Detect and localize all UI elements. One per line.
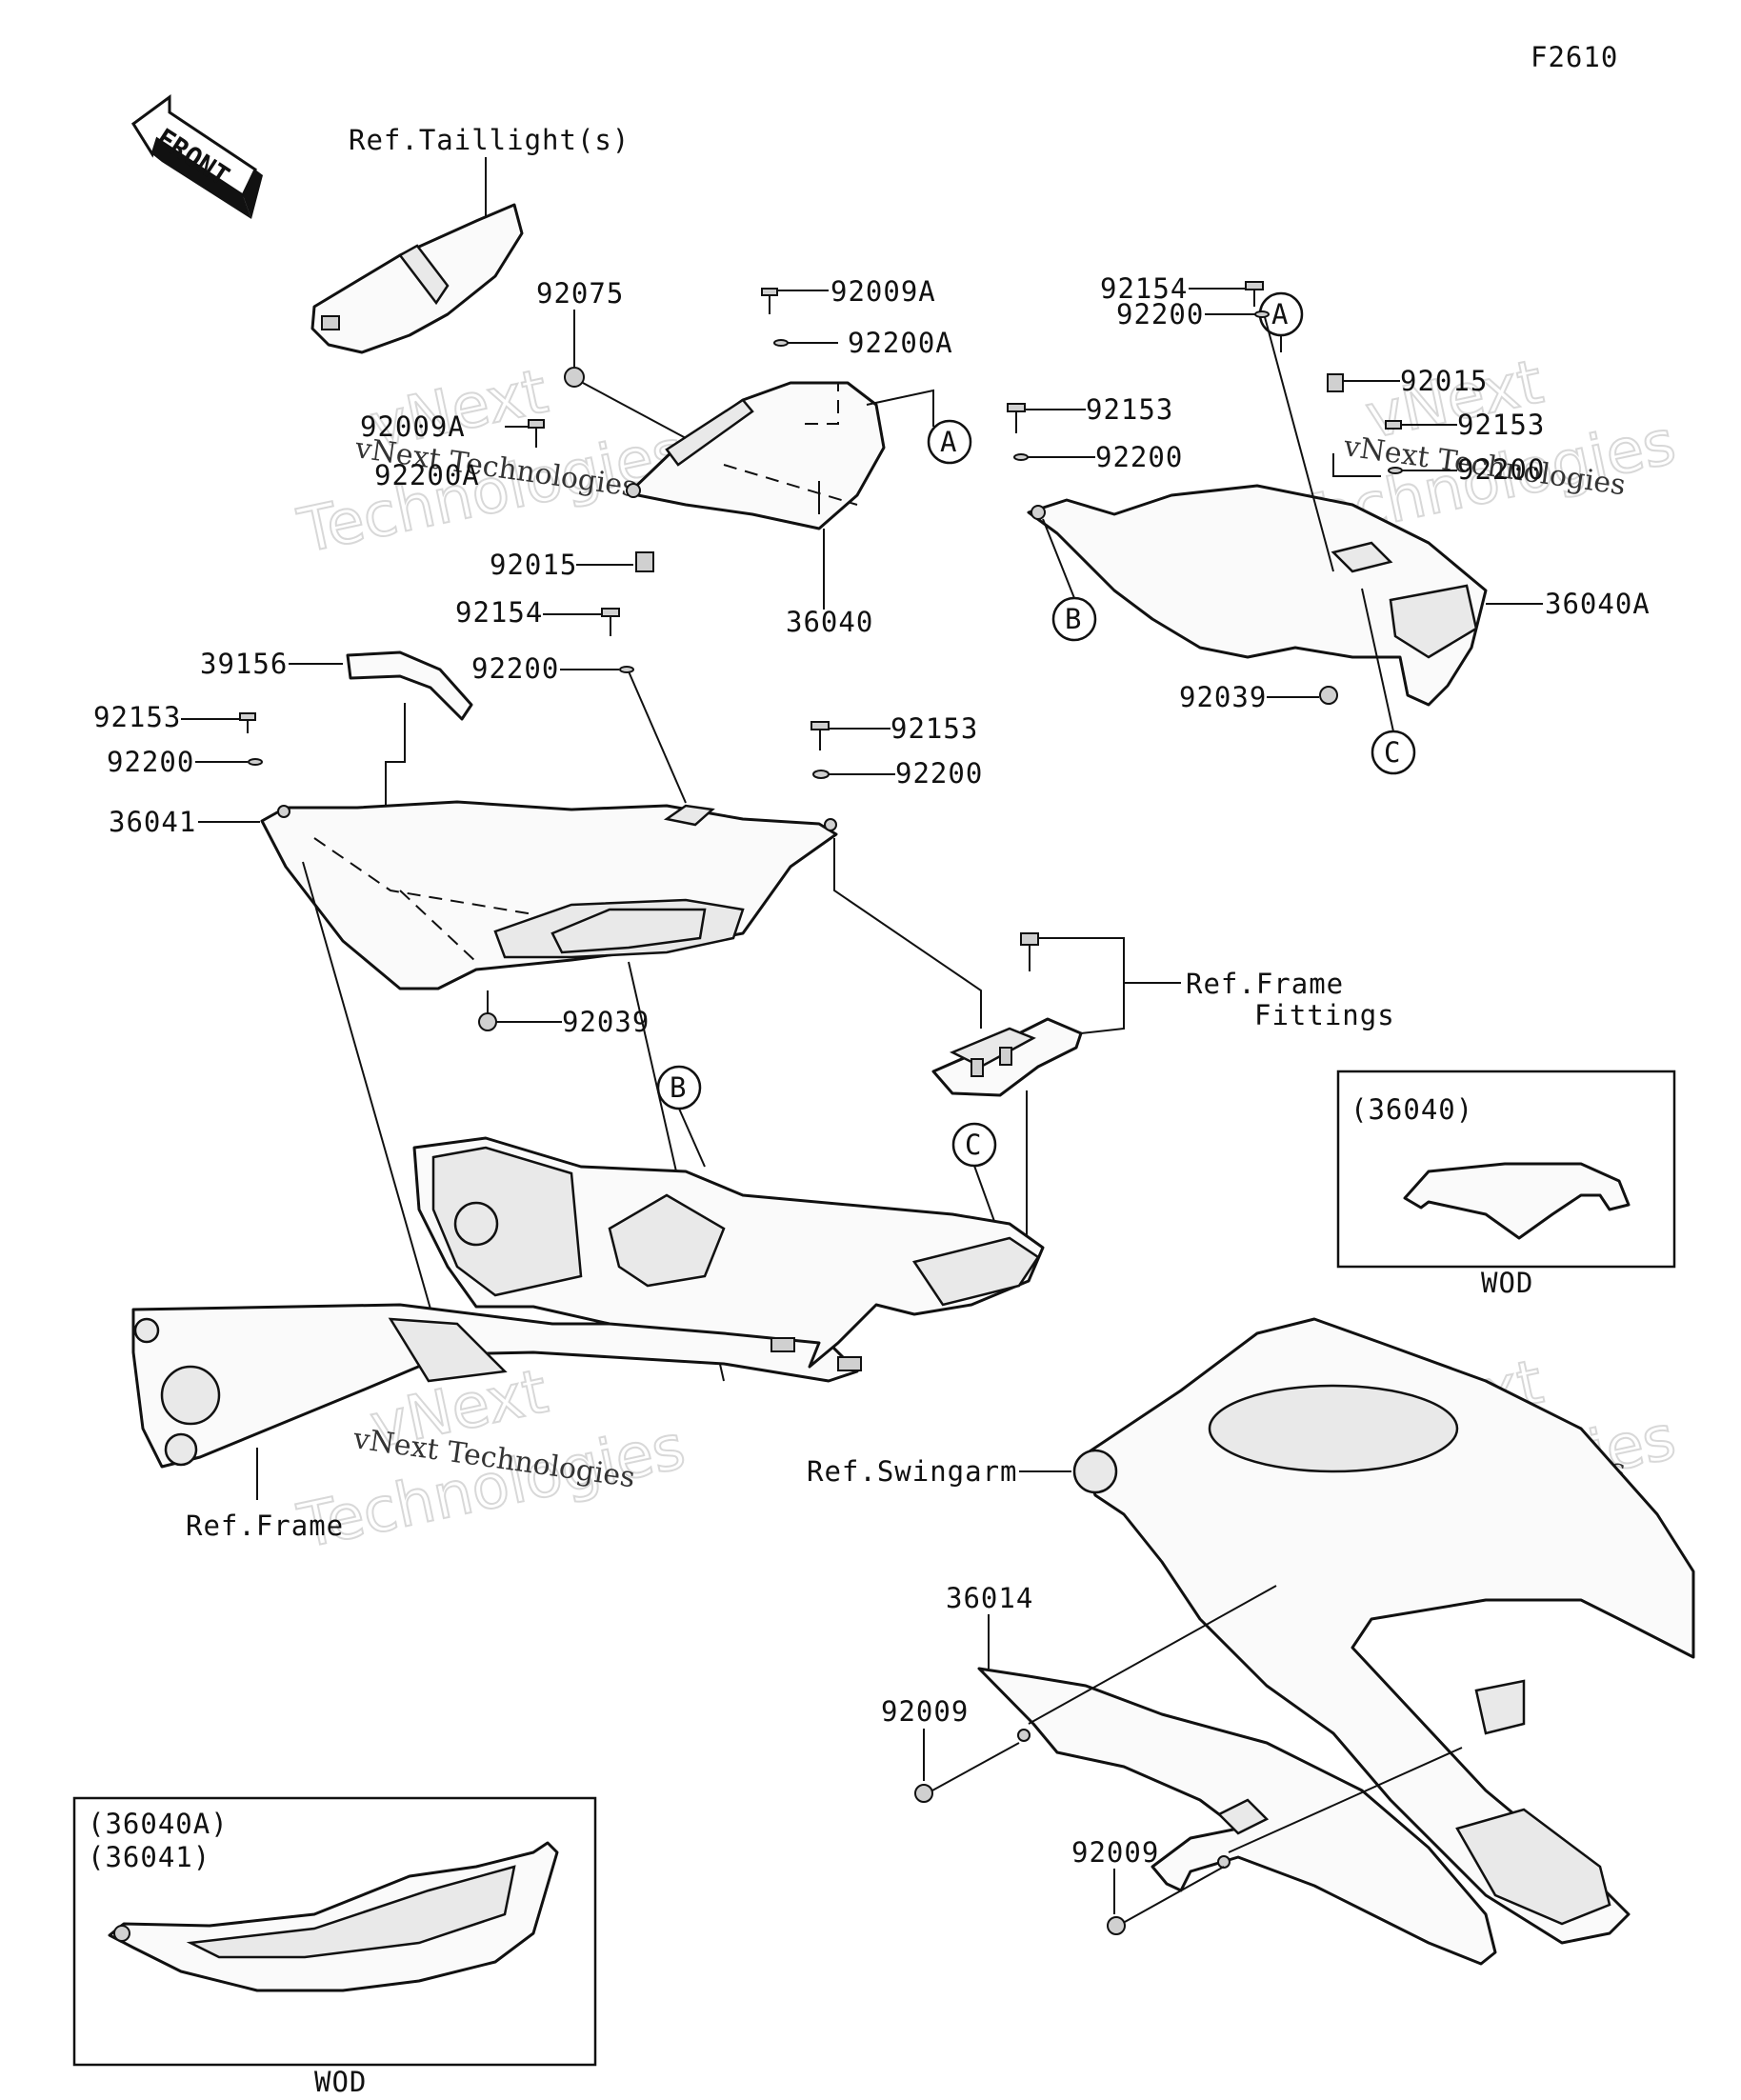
front-arrow-icon: FRONT — [130, 94, 263, 219]
label-92200-left-a: 92200 — [471, 652, 559, 685]
taillight-part — [310, 203, 524, 354]
label-92153-right-a: 92153 — [1086, 393, 1173, 426]
label-92153-left: 92153 — [93, 701, 181, 733]
label-36041: 36041 — [109, 806, 196, 838]
label-92153-right-b: 92153 — [1457, 409, 1545, 441]
label-92009A-left: 92009A — [360, 410, 466, 443]
ref-frame-fittings-label-2: Fittings — [1254, 999, 1395, 1031]
label-36040: 36040 — [786, 606, 873, 638]
label-36014: 36014 — [946, 1582, 1033, 1614]
swingarm-assembly — [1072, 1317, 1695, 1945]
callout-c-letter: C — [965, 1129, 982, 1161]
label-92039-right: 92039 — [1179, 681, 1267, 713]
label-92200-left-b: 92200 — [107, 746, 194, 778]
label-92009-b: 92009 — [1071, 1836, 1159, 1869]
ref-swingarm-label: Ref.Swingarm — [807, 1455, 1018, 1488]
label-92039-left: 92039 — [562, 1006, 650, 1038]
callout-a-letter: A — [940, 426, 957, 458]
callout-c-letter: C — [1384, 736, 1401, 769]
label-92015-left: 92015 — [490, 549, 577, 581]
part-36014 — [977, 1667, 1497, 1966]
label-92154-left: 92154 — [455, 596, 543, 629]
label-92154-right: 92154 — [1100, 272, 1188, 305]
label-92200A-left: 92200A — [374, 459, 480, 491]
label-92200A-top: 92200A — [848, 327, 953, 359]
inset-36040-title: (36040) — [1351, 1093, 1473, 1126]
diagram-code: F2610 — [1531, 41, 1618, 73]
label-92200-right-c: 92200 — [1457, 453, 1545, 486]
callout-a-center — [927, 419, 972, 465]
label-92153-mid: 92153 — [891, 712, 978, 745]
inset-36040A-36041-caption: WOD — [314, 2066, 367, 2098]
ref-frame-label: Ref.Frame — [186, 1510, 344, 1542]
label-92009A-top: 92009A — [830, 275, 936, 308]
inset-36041-title: (36041) — [88, 1841, 210, 1873]
label-92200-right-b: 92200 — [1095, 441, 1183, 473]
frame-fittings-bracket — [931, 1017, 1083, 1097]
inset-36040A-title: (36040A) — [88, 1808, 229, 1840]
label-39156: 39156 — [200, 648, 288, 680]
callout-a-letter: A — [1271, 298, 1289, 330]
inset-36040-caption: WOD — [1481, 1267, 1533, 1299]
callout-b-letter: B — [670, 1071, 687, 1104]
label-92009-a: 92009 — [881, 1695, 969, 1728]
part-36040A — [1027, 484, 1488, 707]
inset-36040A-36041: (36040A) (36041) WOD — [72, 1796, 597, 2098]
frame-assembly — [131, 1136, 1045, 1469]
inset-36040: (36040) WOD — [1336, 1070, 1676, 1299]
label-92200-right-a: 92200 — [1116, 298, 1204, 330]
ref-frame-fittings-label-1: Ref.Frame — [1186, 968, 1344, 1000]
watermark-top-left: vNext Technologies vNext Technologies — [291, 355, 692, 568]
ref-taillight-label: Ref.Taillight(s) — [349, 124, 630, 156]
label-92075: 92075 — [536, 277, 624, 310]
label-36040A: 36040A — [1545, 588, 1651, 620]
label-92200-mid: 92200 — [895, 757, 983, 790]
part-36041 — [260, 800, 838, 990]
label-92015-right: 92015 — [1400, 365, 1488, 397]
callout-b-letter: B — [1065, 603, 1082, 635]
